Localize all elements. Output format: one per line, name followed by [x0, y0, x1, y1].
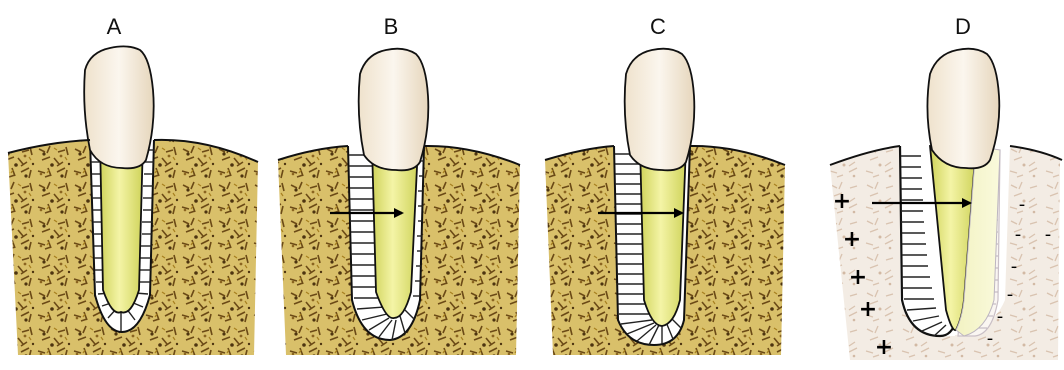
negative-charge-sign: -	[997, 306, 1004, 327]
panel-label-c: C	[650, 14, 666, 39]
tooth-crown	[359, 49, 429, 171]
negative-charge-sign: -	[1007, 284, 1014, 305]
panel-b: B	[278, 14, 520, 355]
negative-charge-sign: -	[987, 328, 994, 349]
positive-charge-sign: +	[875, 335, 893, 360]
positive-charge-sign: +	[843, 227, 861, 252]
tooth-root	[372, 146, 418, 318]
positive-charge-sign: +	[849, 265, 867, 290]
tooth-root	[640, 146, 686, 326]
positive-charge-sign: +	[833, 189, 851, 214]
panel-c: C	[545, 14, 785, 355]
panel-label-a: A	[107, 14, 122, 39]
positive-charge-sign: +	[859, 297, 877, 322]
panel-d: D	[830, 14, 1062, 360]
negative-charge-sign: -	[1019, 194, 1026, 215]
tooth-crown	[927, 49, 999, 169]
negative-charge-sign: -	[1045, 224, 1052, 245]
tooth-crown	[84, 46, 154, 168]
negative-charge-sign: -	[1015, 224, 1022, 245]
negative-charge-sign: -	[1011, 256, 1018, 277]
panel-label-b: B	[384, 14, 399, 39]
panel-a: A	[8, 14, 258, 355]
panel-label-d: D	[955, 14, 971, 39]
tooth-crown	[625, 49, 695, 171]
